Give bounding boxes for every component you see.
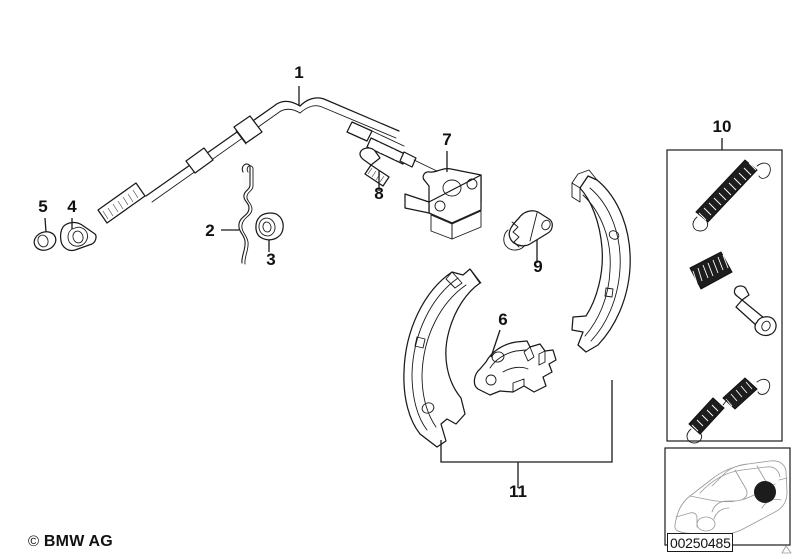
callout-1: 1 <box>294 63 303 82</box>
callout-3: 3 <box>266 250 275 269</box>
part-brake-shoe-right <box>571 169 631 353</box>
vehicle-location-thumbnail <box>664 447 792 554</box>
part-end-cap <box>33 231 57 251</box>
callout-11: 11 <box>509 482 527 501</box>
copyright-symbol: © <box>28 533 40 550</box>
copyright-owner: BMW AG <box>43 533 113 550</box>
callout-6: 6 <box>498 310 507 329</box>
part-cable-grommet <box>59 221 97 252</box>
callout-9: 9 <box>533 257 542 276</box>
callout-4: 4 <box>67 197 77 216</box>
copyright-notice: © BMW AG <box>28 533 113 551</box>
spring-short <box>689 251 733 290</box>
callout-2: 2 <box>205 221 214 240</box>
part-rubber-bushing <box>255 212 284 241</box>
part-adjusting-bolt <box>359 147 390 187</box>
part-cable-mounting-bracket <box>404 167 482 240</box>
part-brake-shoe-left <box>403 268 482 448</box>
rear-wheel-location-dot <box>754 481 776 503</box>
part-brake-shoe-adjuster <box>473 340 557 396</box>
bracket-part-11 <box>440 380 613 463</box>
spring-pair <box>686 377 771 444</box>
callout-5: 5 <box>38 197 47 216</box>
part-cable-retaining-clip <box>238 163 254 265</box>
spring-repair-kit-box <box>666 149 783 444</box>
callout-numbers: 1 2 3 4 5 6 7 8 9 10 11 <box>38 63 731 501</box>
hold-down-pin <box>733 285 777 337</box>
cable-spring-coil <box>366 137 408 165</box>
callout-7: 7 <box>442 130 451 149</box>
spring-long <box>692 159 771 232</box>
part-parking-brake-cable <box>97 97 442 224</box>
cable-threaded-adjuster <box>97 182 146 224</box>
part-expander-lock <box>503 210 553 251</box>
part-number-label: 00250485 <box>667 533 733 552</box>
callout-leader-lines <box>44 86 723 488</box>
callout-8: 8 <box>374 184 383 203</box>
callout-10: 10 <box>713 117 732 136</box>
